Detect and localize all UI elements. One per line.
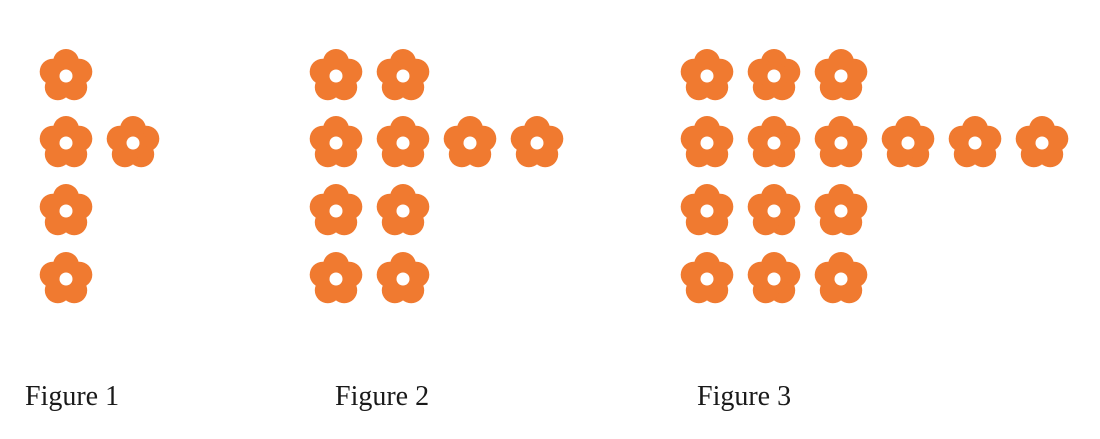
figure-2: Figure 2 (309, 49, 564, 412)
flower-icon (309, 184, 363, 236)
flower-icon (747, 252, 801, 304)
flower-icon (881, 116, 935, 168)
figure-3-flowers (680, 49, 1069, 304)
flower-icon (39, 116, 93, 168)
flower-icon (814, 252, 868, 304)
flower-icon (747, 184, 801, 236)
flower-icon (680, 184, 734, 236)
flower-icon (443, 116, 497, 168)
flower-icon (1015, 116, 1069, 168)
flower-icon (510, 116, 564, 168)
flower-icon (376, 49, 430, 101)
figure-1-caption: Figure 1 (25, 381, 119, 412)
figure-1-flowers (39, 49, 160, 304)
flower-icon (814, 184, 868, 236)
figure-3-caption: Figure 3 (697, 381, 791, 412)
flower-icon (376, 184, 430, 236)
figure-1: Figure 1 (25, 49, 160, 412)
flower-icon (680, 116, 734, 168)
flower-icon (747, 116, 801, 168)
flower-icon (106, 116, 160, 168)
figure-2-caption: Figure 2 (335, 381, 429, 412)
flower-icon (948, 116, 1002, 168)
flower-icon (39, 252, 93, 304)
flower-icon (376, 252, 430, 304)
flower-icon (747, 49, 801, 101)
flower-icon (680, 49, 734, 101)
flower-icon (814, 116, 868, 168)
flower-icon (309, 252, 363, 304)
flower-icon (39, 184, 93, 236)
flower-icon (376, 116, 430, 168)
flower-icon (39, 49, 93, 101)
figure-2-flowers (309, 49, 564, 304)
flower-icon (309, 116, 363, 168)
flower-icon (309, 49, 363, 101)
flower-icon (814, 49, 868, 101)
figure-3: Figure 3 (680, 49, 1069, 412)
flower-icon (680, 252, 734, 304)
